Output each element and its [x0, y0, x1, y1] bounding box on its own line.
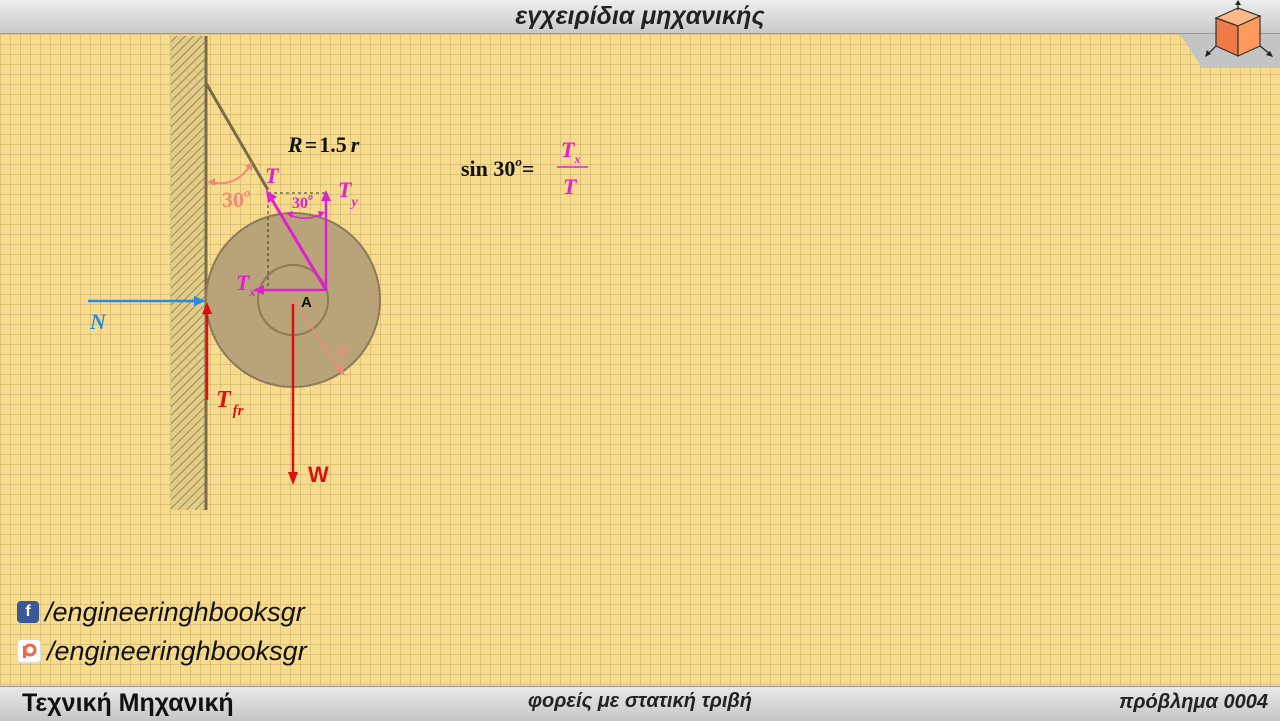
svg-text:Tfr: Tfr — [216, 387, 244, 419]
eq-equals: = — [522, 156, 535, 181]
radius-line — [292, 299, 343, 373]
svg-text:Ty: Ty — [338, 177, 358, 210]
footer-right: πρόβλημα 0004 — [1119, 691, 1268, 713]
label-angle-wall: 30 — [222, 187, 244, 212]
wall-hatching — [171, 36, 206, 510]
label-N: N — [89, 309, 107, 334]
label-T: T — [265, 163, 280, 188]
eq-numerator: T — [561, 137, 576, 162]
patreon-icon — [17, 639, 41, 663]
footer-center: φορείς με στατική τριβή — [527, 690, 753, 712]
label-W: W — [308, 462, 329, 487]
facebook-link-text: /engineeringhbooksgr — [45, 596, 305, 627]
label-angle-wall-deg: o — [244, 185, 251, 200]
patreon-link[interactable]: /engineeringhbooksgr — [17, 636, 307, 666]
label-Ty-sub: y — [349, 195, 358, 210]
cube-logo-icon — [1180, 0, 1280, 68]
svg-text:30o: 30o — [292, 192, 313, 212]
patreon-link-text: /engineeringhbooksgr — [47, 635, 307, 666]
svg-text:Tx: Tx — [561, 137, 580, 166]
eq-lhs-deg: o — [515, 154, 522, 169]
svg-text:R=1.5r: R=1.5r — [287, 132, 360, 157]
facebook-link[interactable]: f /engineeringhbooksgr — [17, 597, 305, 627]
label-R-relation-r: r — [351, 132, 360, 157]
label-Tx-sub: x — [248, 285, 255, 299]
grid-background — [0, 34, 1280, 686]
svg-text:Tx: Tx — [236, 270, 255, 299]
label-angle-force-deg: o — [308, 192, 313, 203]
footer-bar: Τεχνική Μηχανική φορείς με στατική τριβή… — [0, 686, 1280, 721]
label-Tfr: T — [216, 387, 232, 413]
label-Ty: T — [338, 177, 353, 202]
eq-numerator-sub: x — [573, 152, 580, 166]
header-title: εγχειρίδια μηχανικής — [515, 2, 765, 30]
label-Tx: T — [236, 270, 251, 295]
angle-arc-wall — [209, 165, 251, 185]
label-A: A — [301, 294, 312, 311]
svg-text:30o: 30o — [222, 185, 251, 212]
eq-denominator: T — [563, 174, 578, 199]
label-R-relation-eq: = — [305, 132, 318, 157]
svg-text:sin 30o=: sin 30o= — [461, 154, 534, 181]
eq-lhs: sin 30 — [461, 156, 515, 181]
label-R: R — [335, 341, 348, 363]
force-T — [269, 197, 328, 291]
label-Tfr-sub: fr — [233, 403, 244, 419]
label-angle-force: 30 — [292, 195, 308, 212]
rope — [204, 82, 270, 191]
footer-left: Τεχνική Μηχανική — [22, 689, 234, 717]
angle-arc-force — [289, 213, 323, 219]
label-R-relation-R: R — [287, 132, 303, 157]
label-R-relation-val: 1.5 — [319, 132, 347, 157]
header-bar: εγχειρίδια μηχανικής — [0, 0, 1280, 34]
facebook-icon: f — [17, 601, 39, 623]
